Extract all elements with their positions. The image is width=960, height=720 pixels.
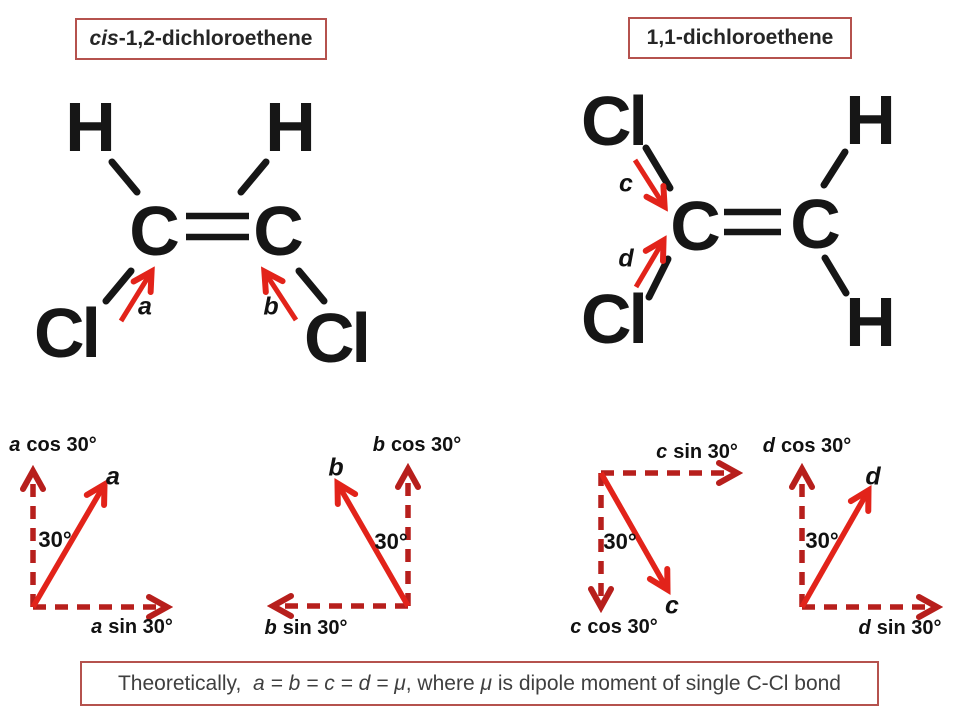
bond-h-c-left [108,158,141,196]
caption-middle: , where [405,671,481,695]
angle-label-b: 30° [374,529,408,554]
atom-cl-bottom-right: Cl [304,299,371,377]
right-molecule-dipole-arrows [632,158,663,289]
angle-label-c: 30° [603,529,637,554]
vector-arrow-d [799,493,867,609]
atom-c-left: C [670,187,721,265]
component-var: b [372,434,385,456]
dipole-arrow-c [632,158,663,204]
atom-c-left: C [129,192,180,270]
component-fn: cos 30° [780,435,852,457]
atom-cl-bottom-left: Cl [581,280,648,358]
right-molecule-double-bond [724,208,781,236]
component-var: d [762,435,775,457]
component-var: a [9,434,21,456]
vector-arrow-b [339,486,411,608]
caption-prefix: Theoretically, [117,671,253,695]
bond-cl-c-top [642,144,674,192]
caption-equation: a = b = c = d = μ [252,671,406,695]
bond-h-c-right [237,158,270,196]
vector-label-b: b [328,453,344,482]
component-fn: sin 30° [108,616,173,638]
dipole-label-d: d [618,244,634,273]
component-var: c [570,616,582,638]
dipole-arrow-b [266,274,299,322]
atom-c-right: C [253,192,304,270]
atom-h-top-left: H [65,88,116,166]
bond-c-cl-right [295,267,328,305]
title-left-rest: -1,2-dichloroethene [118,27,313,50]
component-fn: cos 30° [390,434,462,456]
left-molecule-double-bond [186,212,249,241]
vector-label-d: d [865,462,881,491]
atom-h-top-right: H [265,88,316,166]
vector-arrow-a [30,487,103,609]
component-var: a [91,616,103,638]
bond-cl-c-bottom [645,255,672,301]
caption-box: Theoretically, a = b = c = d = μ, where … [80,661,879,706]
atom-c-right: C [790,185,841,263]
title-box-right: 1,1-dichloroethene [628,17,852,59]
atom-cl-bottom-left: Cl [34,294,101,372]
caption-suffix: is dipole moment of single C-Cl bond [491,671,841,695]
dipole-label-b: b [263,292,279,321]
dipole-arrow-d [633,243,662,289]
title-right-text: 1,1-dichloroethene [646,26,834,49]
bond-c-h-bottom [821,254,850,297]
bond-c-cl-left [102,267,135,305]
dipole-label-c: c [619,169,633,198]
left-molecule-bonds [102,158,328,305]
vector-label-a: a [106,462,120,491]
component-fn: sin 30° [876,617,942,639]
right-molecule-bonds [642,144,850,301]
atom-cl-top-left: Cl [581,82,648,160]
dipole-arrow-a [118,274,150,323]
vector-diagram-a [33,474,164,607]
angle-label-a: 30° [38,527,72,552]
dipole-label-a: a [138,292,152,321]
component-fn: cos 30° [587,616,658,638]
component-fn: cos 30° [26,434,97,456]
component-var: b [264,617,277,639]
angle-label-d: 30° [805,528,839,553]
title-left-italic: cis [89,27,119,50]
left-molecule-dipole-arrows [118,274,299,323]
title-box-left: cis-1,2-dichloroethene [75,18,327,60]
vector-diagram-c [601,473,734,604]
vector-diagram-b [276,472,408,606]
vector-diagram-d [802,472,934,607]
vector-label-c: c [665,591,679,620]
caption-mu: μ [480,671,492,695]
bond-c-h-top [820,148,849,189]
atom-h-top-right: H [845,81,896,159]
component-fn: sin 30° [673,441,738,463]
vector-arrow-c [598,471,666,587]
atom-h-bottom-right: H [845,283,896,361]
component-var: d [858,617,871,639]
component-var: c [656,441,668,463]
component-fn: sin 30° [282,617,348,639]
